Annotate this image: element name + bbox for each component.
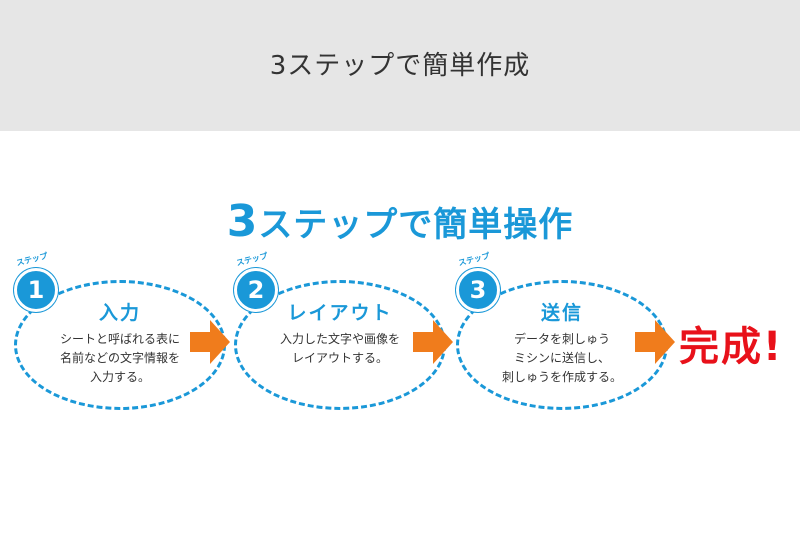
arrow-right-icon — [635, 320, 675, 364]
step-title: 入力 — [98, 302, 141, 324]
arrow-right-icon — [190, 320, 230, 364]
step-description: データを刺しゅう ミシンに送信し、 刺しゅうを作成する。 — [501, 332, 622, 384]
step-ellipse — [234, 280, 446, 410]
step-3: ステップ 3 送信 データを刺しゅう ミシンに送信し、 刺しゅうを作成する。 — [456, 251, 668, 410]
step-badge-caption: ステップ — [457, 251, 491, 268]
step-2: ステップ 2 レイアウト 入力した文字や画像を レイアウトする。 — [234, 251, 446, 410]
step-badge-caption: ステップ — [15, 251, 49, 268]
headline-number: 3 — [226, 196, 259, 247]
step-number-badge: 1 — [14, 268, 58, 312]
headline-text: ステップで簡単操作 — [258, 205, 574, 245]
step-badge-caption: ステップ — [235, 251, 269, 268]
step-title: レイアウト — [287, 302, 393, 324]
step-description: 入力した文字や画像を レイアウトする。 — [279, 332, 400, 365]
result-label: 完成! — [679, 324, 784, 370]
header-bar: 3ステップで簡単作成 — [0, 0, 800, 131]
step-description: シートと呼ばれる表に 名前などの文字情報を 入力する。 — [59, 332, 180, 384]
step-title: 送信 — [540, 302, 583, 324]
page-title: 3ステップで簡単作成 — [269, 51, 531, 81]
step-number-badge: 2 — [234, 268, 278, 312]
headline: 3ステップで簡単操作 — [0, 196, 800, 247]
step-number-badge: 3 — [456, 268, 500, 312]
arrow-right-icon — [413, 320, 453, 364]
